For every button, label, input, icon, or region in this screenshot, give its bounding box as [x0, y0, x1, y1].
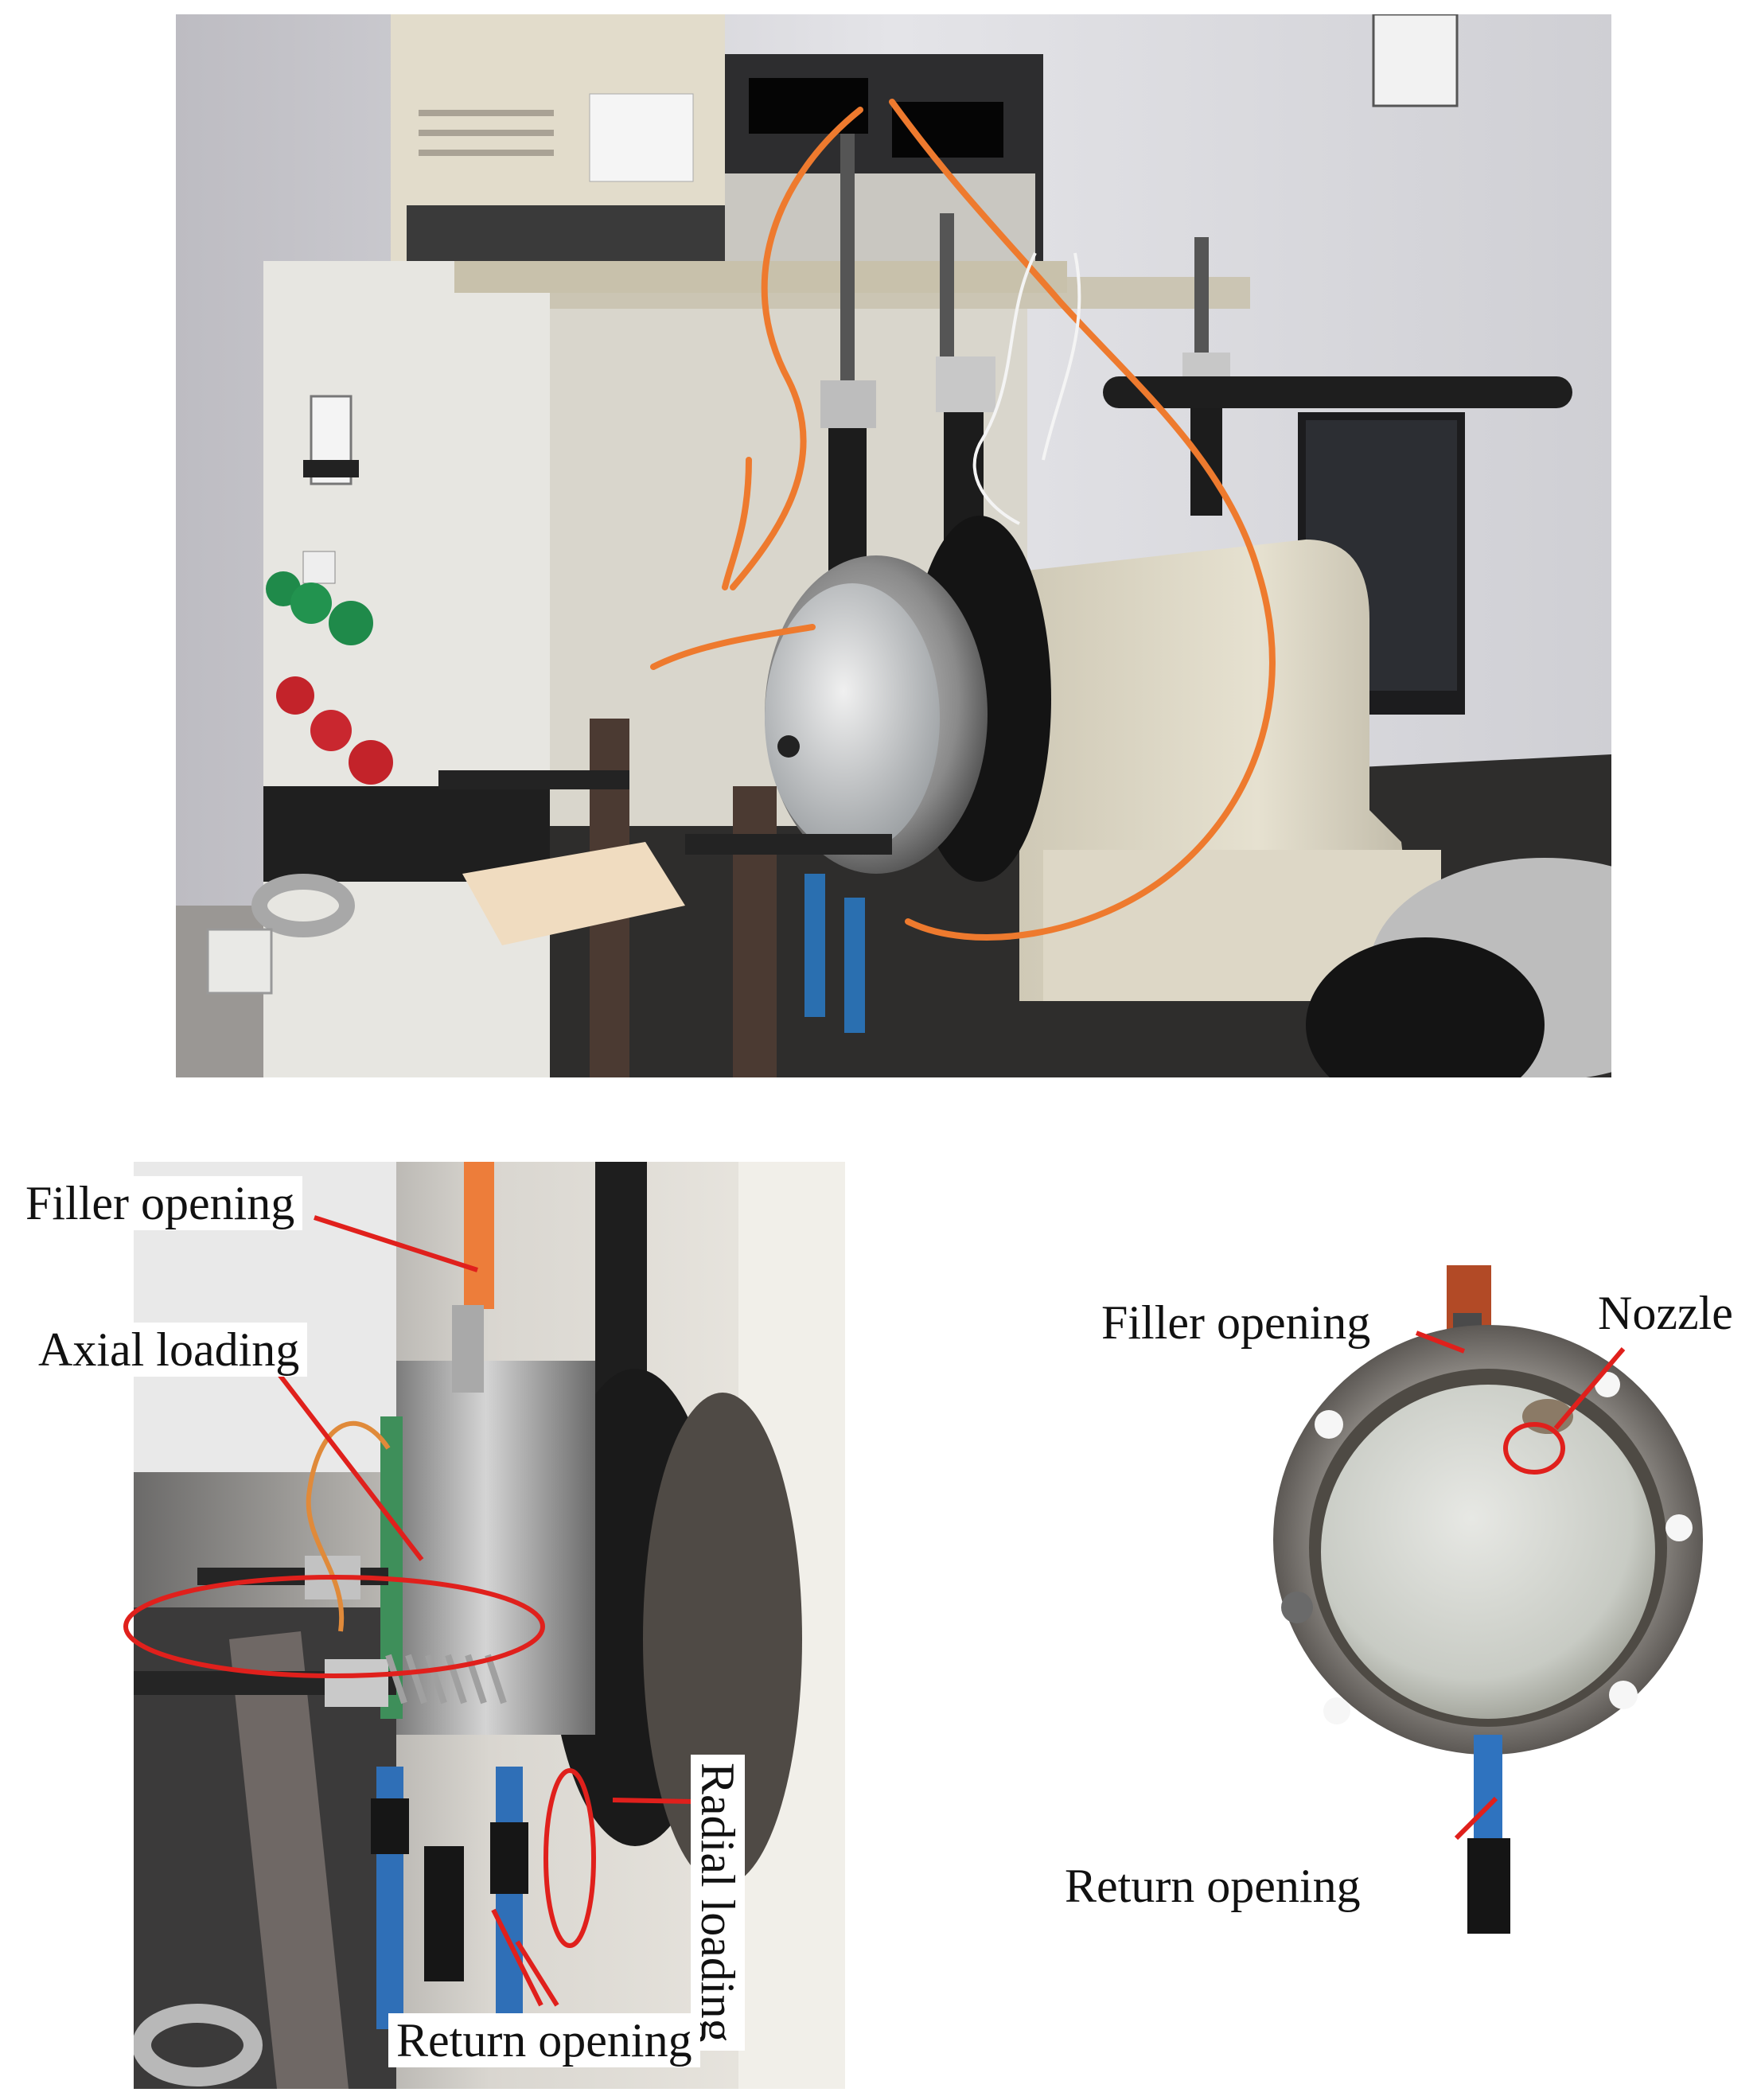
test-rig-photo	[176, 14, 1611, 1077]
control-buttons	[266, 551, 393, 785]
axial-loading-label: Axial loading	[30, 1323, 308, 1377]
right-filler-opening-label: Filler opening	[1101, 1296, 1371, 1349]
left-filler-opening-label: Filler opening	[18, 1176, 303, 1230]
bearing-front-cover-photo	[1265, 1265, 1711, 1934]
nozzle-label: Nozzle	[1598, 1287, 1733, 1339]
right-return-opening-label: Return opening	[1065, 1860, 1361, 1912]
left-return-opening-label: Return opening	[388, 2013, 700, 2067]
radial-loading-label: Radial loading	[691, 1755, 745, 2051]
bearing-front-cover-photo-svg	[1273, 1265, 1703, 1934]
test-rig-photo-svg	[176, 14, 1611, 1077]
